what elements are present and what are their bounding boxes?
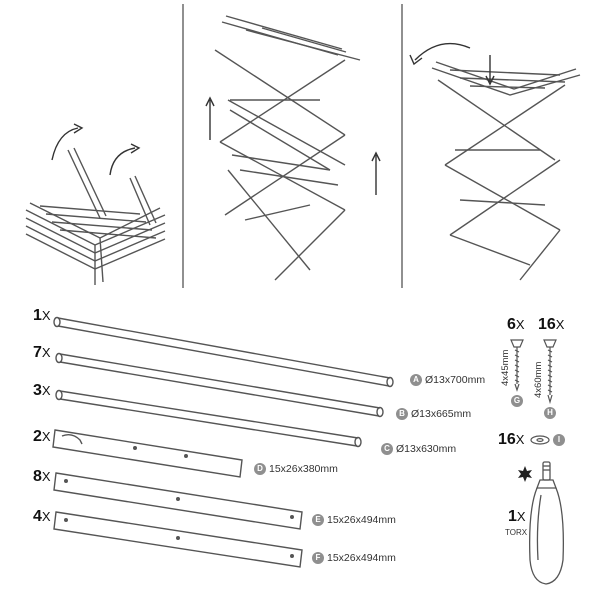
- tool-name: TORX: [505, 528, 528, 537]
- screw-g-dimension: 4x45mm: [500, 349, 511, 386]
- screw-g-tag: G: [511, 395, 523, 407]
- torx-screwdriver-icon: [529, 461, 564, 585]
- washer-quantity: 16X: [498, 431, 525, 448]
- rod-c: [55, 389, 362, 448]
- screw-g-icon: [510, 339, 524, 392]
- rod-a: [53, 316, 394, 388]
- part-a-dimension: Ø13x700mm: [425, 374, 486, 386]
- part-a-tag: A: [410, 374, 422, 386]
- washer-tag: I: [553, 434, 565, 446]
- part-a-quantity: 1X: [33, 307, 51, 324]
- part-e-dimension: 15x26x494mm: [327, 514, 396, 526]
- part-d-quantity: 2X: [33, 428, 51, 445]
- rod-b: [55, 352, 384, 418]
- part-c-tag: C: [381, 443, 393, 455]
- screw-h-icon: [543, 339, 557, 405]
- part-b-tag: B: [396, 408, 408, 420]
- part-b-dimension: Ø13x665mm: [411, 408, 472, 420]
- folded-rack-illustration: [25, 123, 166, 285]
- screw-h-dimension: 4x60mm: [533, 361, 544, 398]
- screw-h-tag: H: [544, 407, 556, 419]
- bar-e: [53, 472, 303, 530]
- part-d-tag: D: [254, 463, 266, 475]
- bar-f: [53, 511, 303, 568]
- part-d-dimension: 15x26x380mm: [269, 463, 338, 475]
- screw-h-quantity: 16X: [538, 316, 565, 333]
- washer-icon: [530, 435, 550, 445]
- part-f-quantity: 4X: [33, 508, 51, 525]
- part-f-tag: F: [312, 552, 324, 564]
- part-b-quantity: 7X: [33, 344, 51, 361]
- screw-g-quantity: 6X: [507, 316, 525, 333]
- part-e-quantity: 8X: [33, 468, 51, 485]
- bar-d: [52, 429, 243, 478]
- part-c-dimension: Ø13x630mm: [396, 443, 457, 455]
- part-c-quantity: 3X: [33, 382, 51, 399]
- torx-star-icon: [518, 466, 532, 482]
- part-e-tag: E: [312, 514, 324, 526]
- tool-quantity: 1X: [508, 508, 526, 525]
- assembled-rack-illustration: [409, 42, 581, 281]
- part-f-dimension: 15x26x494mm: [327, 552, 396, 564]
- unfolding-rack-illustration: [205, 15, 381, 281]
